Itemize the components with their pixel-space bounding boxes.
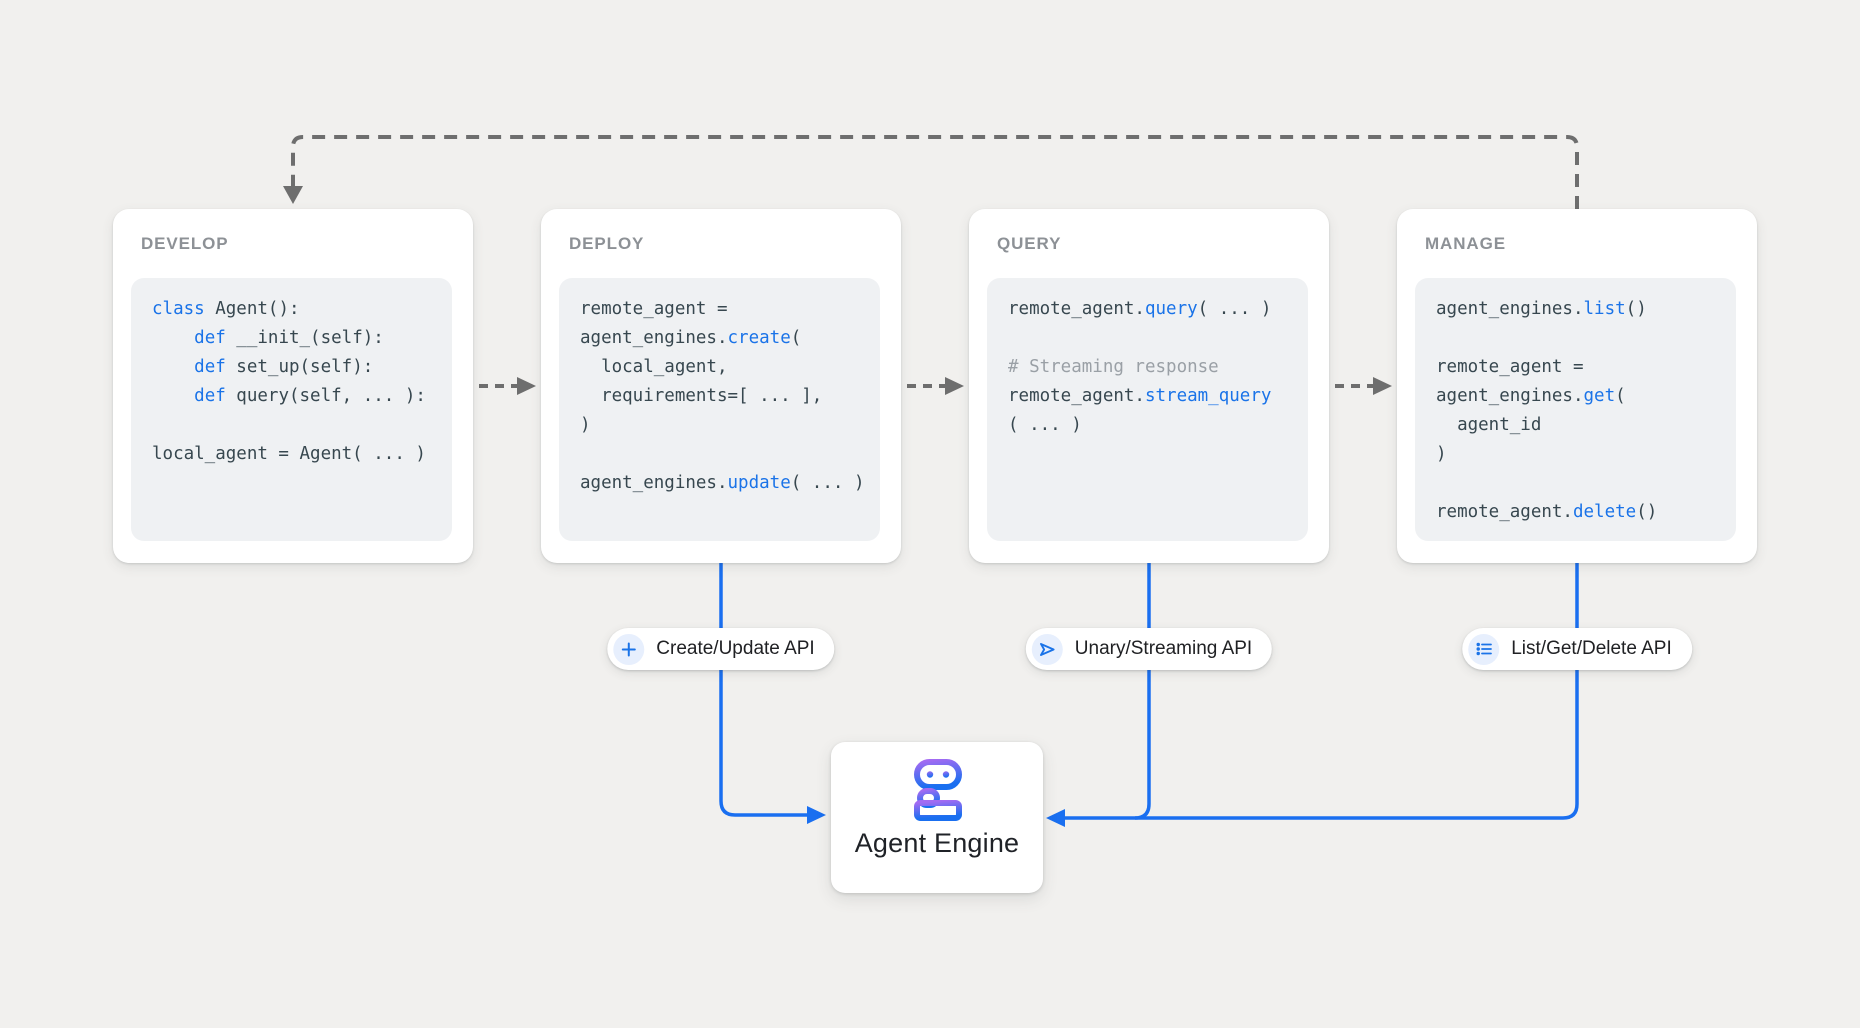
- plus-icon: [613, 633, 645, 665]
- create-update-api-badge: Create/Update API: [607, 628, 835, 670]
- query-to-engine-line: [1134, 563, 1151, 820]
- develop-to-deploy-arrowhead: [517, 377, 536, 395]
- deploy-to-query-arrowhead: [945, 377, 964, 395]
- deploy-card: DEPLOY remote_agent =agent_engines.creat…: [541, 209, 901, 563]
- engine-left-arrowhead: [1046, 809, 1065, 827]
- card-title: QUERY: [997, 234, 1062, 253]
- send-icon: [1031, 633, 1063, 665]
- deploy-to-engine-line: [719, 563, 807, 817]
- manage-card: MANAGE agent_engines.list() remote_agent…: [1397, 209, 1757, 563]
- card-title: DEPLOY: [569, 234, 645, 253]
- badge-label: Create/Update API: [656, 638, 815, 659]
- robot-icon: [914, 759, 962, 821]
- code-block: remote_agent =agent_engines.create( loca…: [559, 278, 880, 541]
- unary-streaming-api-badge: Unary/Streaming API: [1025, 628, 1273, 670]
- code-block: class Agent(): def __init_(self): def se…: [131, 278, 452, 541]
- iterate-loop-dashed-arrow: [291, 135, 1579, 209]
- deploy-to-engine-arrowhead: [807, 806, 826, 824]
- loop-arrowhead-down: [283, 186, 303, 204]
- manage-to-engine-line: [1065, 563, 1579, 820]
- badge-label: List/Get/Delete API: [1511, 638, 1672, 659]
- list-get-delete-api-badge: List/Get/Delete API: [1462, 628, 1692, 670]
- develop-card: DEVELOP class Agent(): def __init_(self)…: [113, 209, 473, 563]
- code-block: remote_agent.query( ... ) # Streaming re…: [987, 278, 1308, 541]
- query-card: QUERY remote_agent.query( ... ) # Stream…: [969, 209, 1329, 563]
- query-to-manage-arrowhead: [1373, 377, 1392, 395]
- card-title: DEVELOP: [141, 234, 229, 253]
- badge-label: Unary/Streaming API: [1074, 638, 1253, 659]
- code-block: agent_engines.list() remote_agent =agent…: [1415, 278, 1736, 541]
- agent-engine-node: Agent Engine: [831, 742, 1043, 893]
- agent-engine-label: Agent Engine: [854, 828, 1020, 858]
- card-title: MANAGE: [1425, 234, 1506, 253]
- list-icon: [1468, 633, 1500, 665]
